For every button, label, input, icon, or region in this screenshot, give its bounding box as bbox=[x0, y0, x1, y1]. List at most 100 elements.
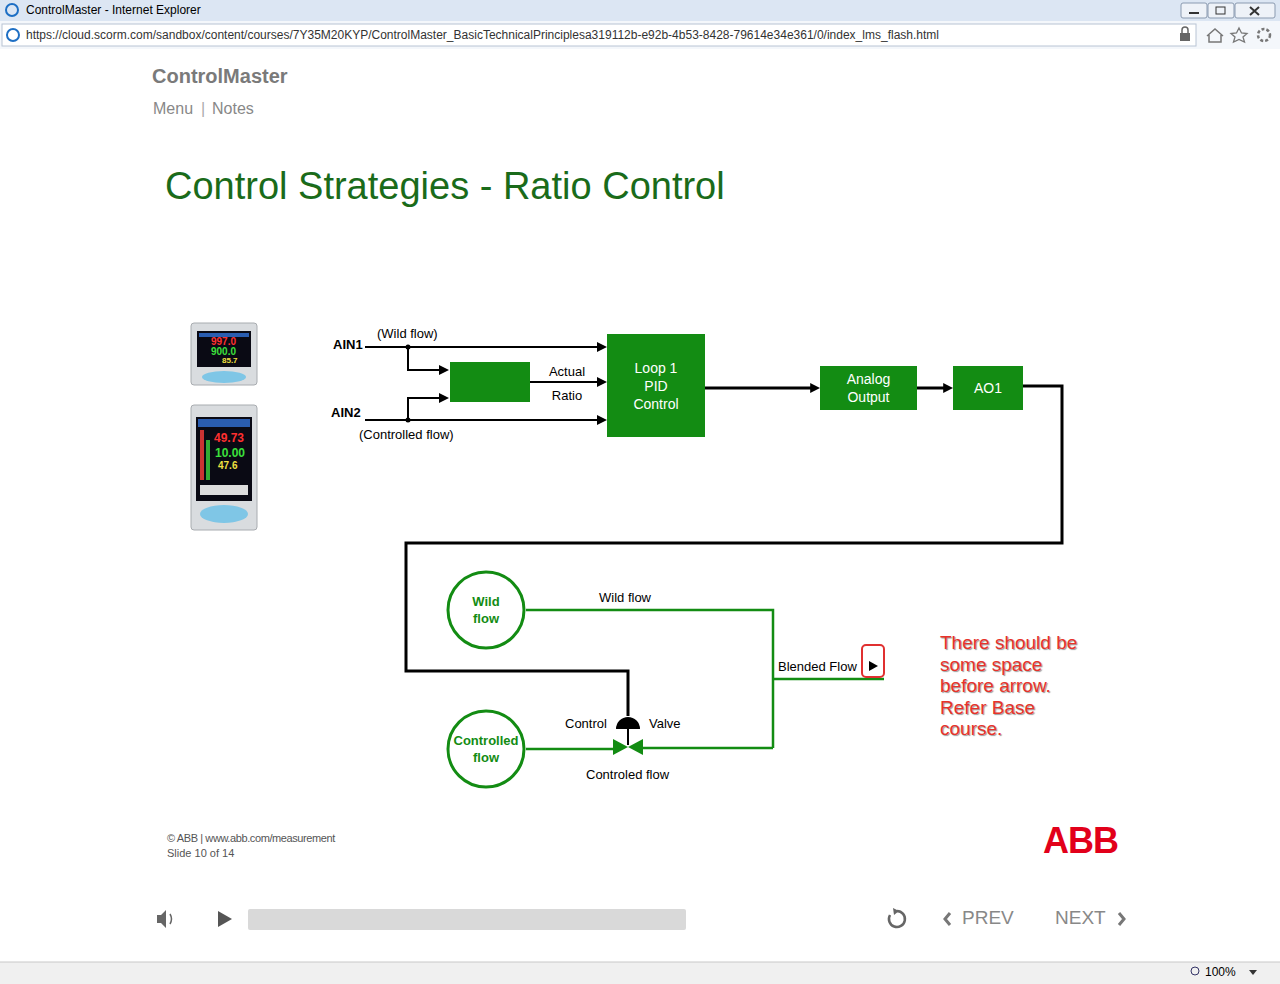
replay-arrowhead bbox=[893, 908, 899, 915]
arrowhead bbox=[597, 342, 607, 352]
signal-line bbox=[365, 347, 599, 420]
address-bar-ground bbox=[0, 21, 1280, 49]
close-glyph bbox=[1250, 7, 1259, 15]
review-note: There should be some space before arrow.… bbox=[940, 632, 1083, 740]
controller-devices bbox=[191, 323, 257, 530]
signal-name: AIN2 bbox=[331, 405, 361, 421]
connector-line bbox=[917, 387, 944, 390]
minimize-button bbox=[1181, 3, 1207, 18]
slide-title: Control Strategies - Ratio Control bbox=[165, 164, 725, 210]
audio-icon bbox=[157, 910, 166, 928]
pid-control-box: Loop 1 PID Control bbox=[607, 334, 705, 437]
device-reading: 47.6 bbox=[218, 460, 237, 472]
player-controls bbox=[157, 908, 1124, 930]
ratio-label: Actual Ratio bbox=[537, 360, 597, 408]
junction-dot bbox=[406, 345, 411, 350]
connector bbox=[917, 383, 953, 393]
title-bar bbox=[0, 0, 1280, 21]
valve-stem bbox=[627, 729, 629, 745]
node-text: Wild flow bbox=[461, 593, 511, 627]
process-piping bbox=[526, 610, 884, 755]
device-bargraph bbox=[200, 430, 204, 480]
valve-body bbox=[628, 739, 643, 755]
address-field bbox=[2, 24, 1196, 46]
valve-body bbox=[613, 739, 628, 755]
next-button: NEXT bbox=[1055, 907, 1106, 930]
device-reading: 49.73 bbox=[214, 431, 244, 445]
device-bargraph bbox=[206, 440, 210, 480]
restore-button bbox=[1208, 3, 1234, 18]
company-logo: ABB bbox=[1043, 819, 1118, 862]
notes-link: Notes bbox=[212, 99, 254, 118]
flow-source-circle: Controlled flow bbox=[446, 709, 526, 789]
connector bbox=[705, 383, 820, 393]
junction-dot bbox=[406, 418, 411, 423]
slide-number: Slide 10 of 14 bbox=[167, 847, 234, 860]
pipe-label: Blended Flow bbox=[778, 659, 857, 675]
zoom-dropdown bbox=[1249, 970, 1257, 975]
circle-shape bbox=[448, 572, 524, 648]
circle-outline bbox=[446, 709, 526, 789]
progress-bar bbox=[248, 909, 686, 930]
signal-note: (Controlled flow) bbox=[359, 427, 454, 443]
device-housing bbox=[191, 405, 257, 530]
node-text: Loop 1 PID Control bbox=[627, 359, 685, 413]
app-name: ControlMaster bbox=[152, 64, 288, 88]
signal-name: AIN1 bbox=[333, 337, 363, 353]
node-text: AO1 bbox=[974, 379, 1002, 397]
copyright-footer: © ABB | www.abb.com/measurement bbox=[167, 832, 335, 845]
valve-label: Control bbox=[565, 716, 607, 732]
status-bar-border bbox=[0, 962, 1280, 963]
next-chevron bbox=[1119, 913, 1124, 925]
device-keypad bbox=[202, 371, 246, 383]
signal-note: (Wild flow) bbox=[377, 326, 438, 342]
connector-arrowhead bbox=[810, 383, 820, 393]
review-highlight bbox=[862, 645, 884, 677]
device-screen bbox=[196, 417, 252, 501]
flow-arrowhead bbox=[869, 661, 878, 671]
arrowhead bbox=[597, 377, 607, 387]
prev-button: PREV bbox=[962, 907, 1014, 930]
arrowhead bbox=[439, 393, 449, 403]
connector-arrowhead bbox=[943, 383, 953, 393]
ratio-block bbox=[450, 362, 530, 402]
address-url: https://cloud.scorm.com/sandbox/content/… bbox=[26, 28, 939, 42]
lock-icon bbox=[1180, 33, 1190, 41]
valve-actuator bbox=[616, 717, 640, 729]
device-reading: 10.00 bbox=[215, 446, 245, 460]
circle-shape bbox=[448, 711, 524, 787]
device-keypad bbox=[200, 505, 248, 523]
valve-label: Valve bbox=[649, 716, 681, 732]
pipe-line bbox=[526, 610, 884, 749]
zoom-icon bbox=[1191, 967, 1199, 975]
restore-glyph bbox=[1216, 7, 1225, 14]
minimize-glyph bbox=[1189, 12, 1199, 14]
node-text: Analog Output bbox=[836, 370, 901, 406]
home-icon bbox=[1207, 29, 1223, 42]
menu-link: Menu bbox=[153, 99, 193, 118]
node-text: Controlled flow bbox=[448, 732, 524, 766]
window-title: ControlMaster - Internet Explorer bbox=[26, 3, 201, 17]
browser-icon bbox=[6, 4, 18, 16]
flow-source-circle: Wild flow bbox=[446, 570, 526, 650]
lock-shackle bbox=[1182, 27, 1188, 33]
menu-separator: | bbox=[201, 99, 205, 118]
connector-line bbox=[705, 387, 811, 390]
status-bar bbox=[0, 962, 1280, 984]
play-icon bbox=[218, 911, 232, 927]
arrowhead bbox=[597, 415, 607, 425]
arrowhead bbox=[439, 365, 449, 375]
zoom-level: 100% bbox=[1205, 965, 1236, 979]
page-icon bbox=[7, 29, 19, 41]
close-button bbox=[1235, 3, 1275, 18]
audio-wave bbox=[170, 914, 172, 924]
device-reading: 85.7 bbox=[222, 356, 238, 366]
settings-icon bbox=[1258, 29, 1270, 41]
device-housing bbox=[191, 323, 257, 385]
favorites-icon bbox=[1231, 28, 1247, 42]
replay-icon bbox=[889, 911, 905, 927]
device-screen-header bbox=[198, 419, 250, 427]
device-screen bbox=[197, 331, 251, 367]
